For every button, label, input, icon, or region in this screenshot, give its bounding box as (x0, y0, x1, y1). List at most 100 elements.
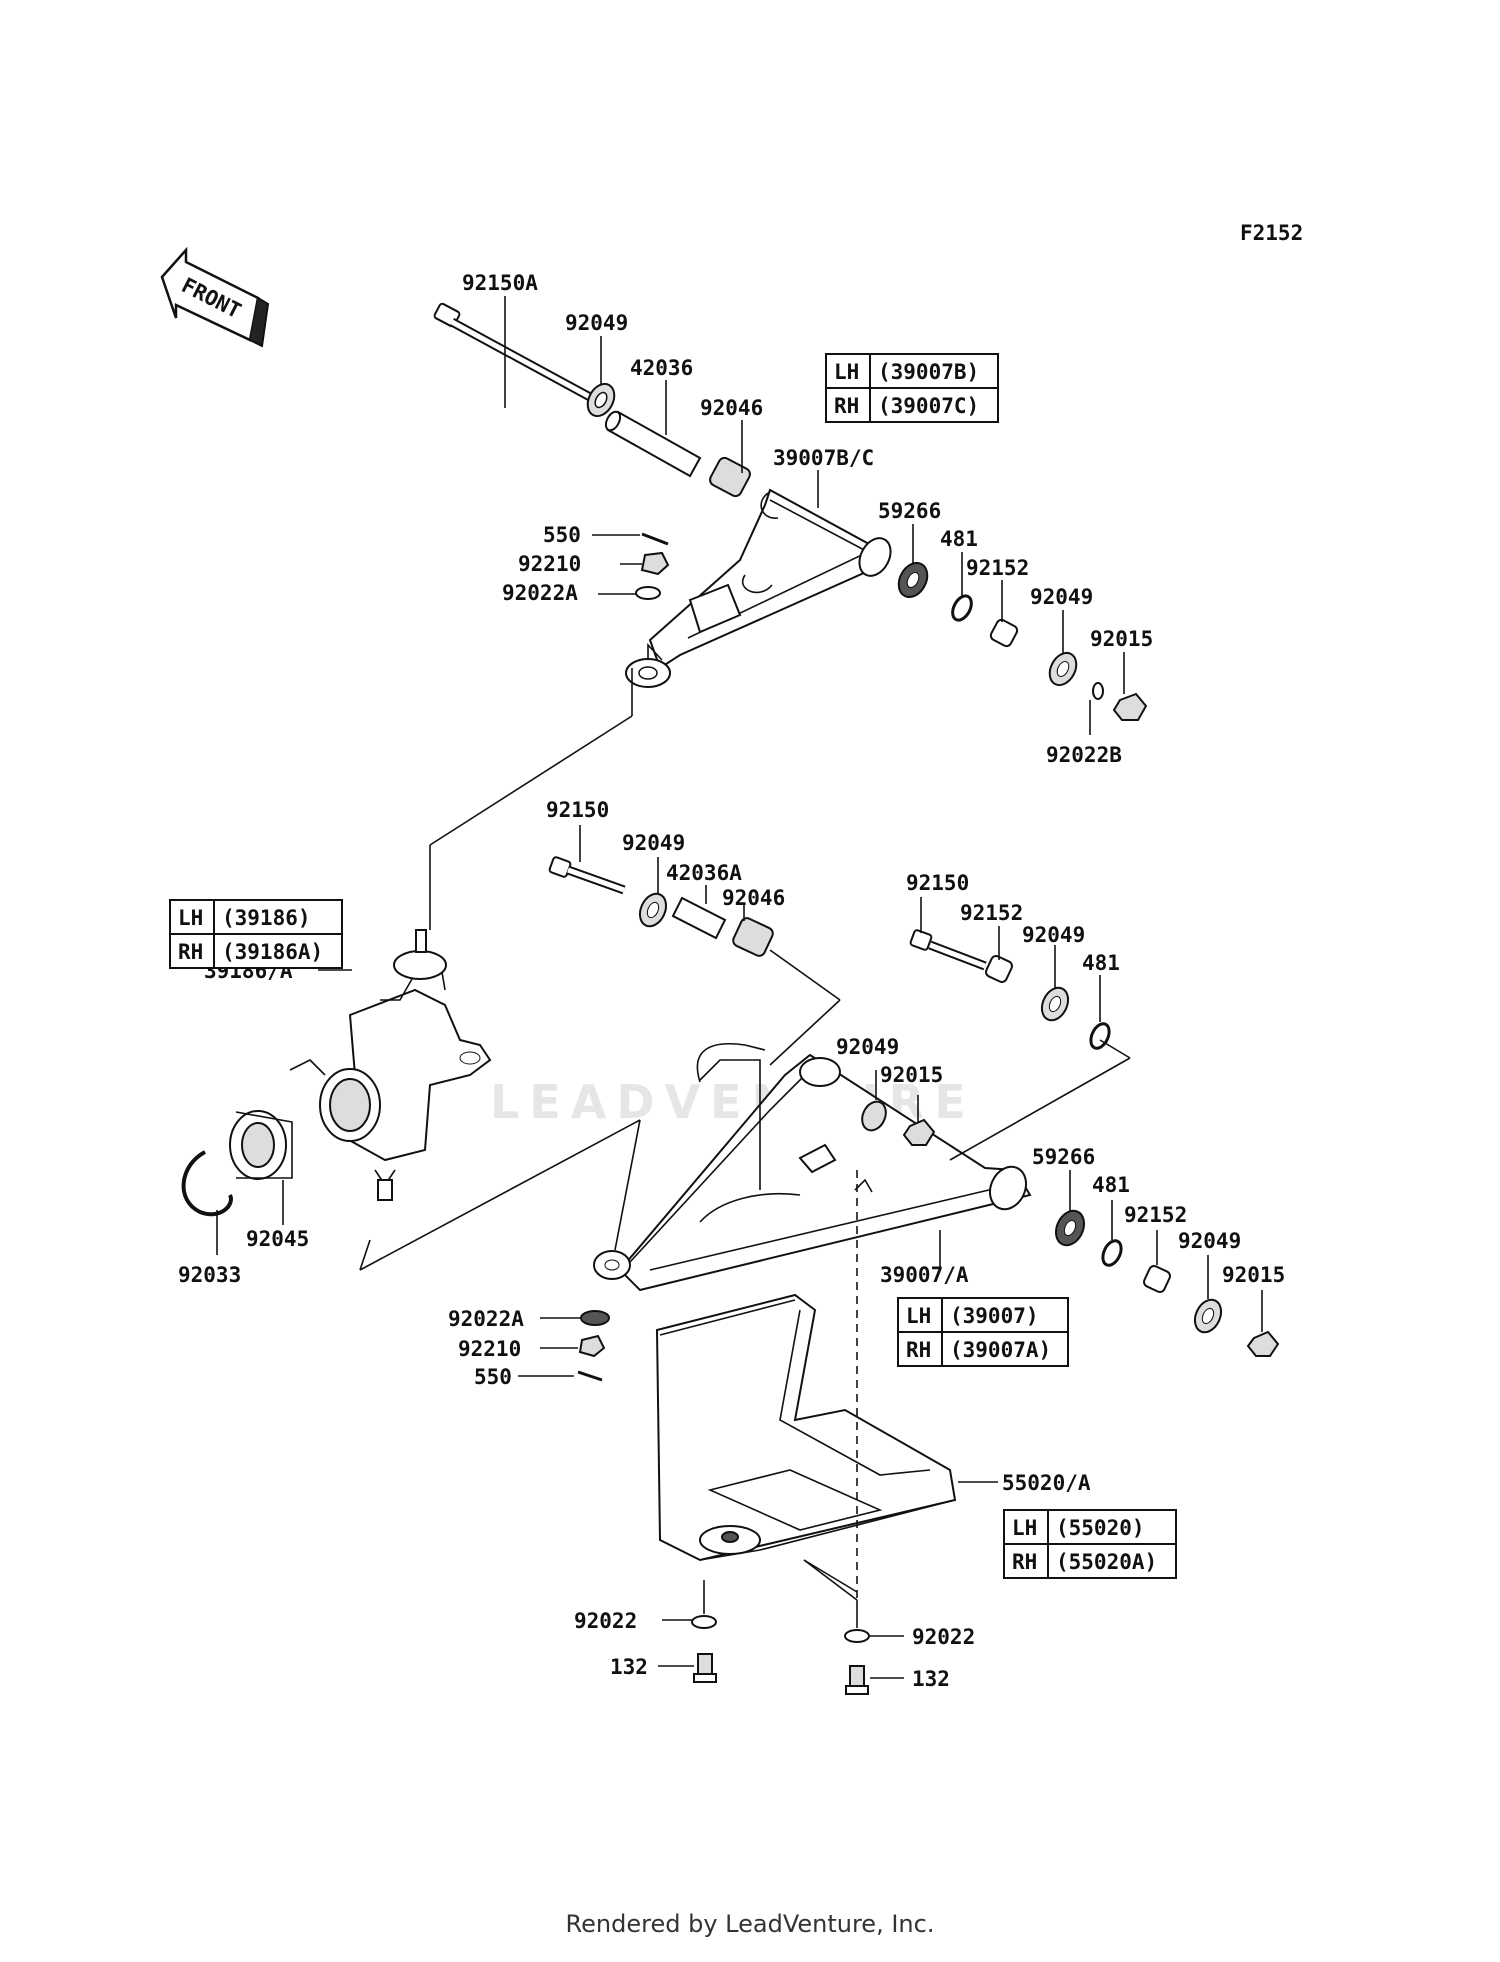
upper-washer-92049 (586, 382, 616, 418)
lower-sleeve-92152 (985, 955, 1013, 983)
upper-collar-42036 (604, 410, 702, 478)
callout: 59266 (1032, 1145, 1095, 1169)
table-side: LH (178, 906, 203, 930)
knuckle-39186A (289, 929, 492, 1201)
table-side: LH (1012, 1516, 1037, 1540)
callout: 92033 (178, 1263, 241, 1287)
table-part: (39007B) (878, 360, 979, 384)
callout: 92049 (836, 1035, 899, 1059)
table-part: (39186A) (222, 940, 323, 964)
table-lower-arm: LH (39007) RH (39007A) (897, 1297, 1069, 1367)
callout: 92152 (960, 901, 1023, 925)
front-arrow-icon: FRONT (160, 246, 270, 348)
circlip-92033 (181, 1150, 233, 1217)
upper-bushing-92046 (709, 456, 751, 498)
lower-washer-92022A (580, 1310, 610, 1326)
diagram-code: F2152 (1240, 221, 1303, 245)
callout: 92022 (574, 1609, 637, 1633)
table-side: RH (834, 394, 859, 418)
bearing-92045 (229, 1110, 293, 1180)
table-side: LH (906, 1304, 931, 1328)
callout: 550 (474, 1365, 512, 1389)
callout: 92152 (1124, 1203, 1187, 1227)
upper-cotter-550 (641, 532, 669, 546)
table-part: (55020A) (1056, 1550, 1157, 1574)
lower-arm-39007A (593, 1043, 1032, 1292)
table-side: RH (1012, 1550, 1037, 1574)
upper-nut-92015 (1112, 692, 1148, 721)
lower-washer-92049d (1193, 1298, 1223, 1334)
guard-55020A (655, 1293, 957, 1562)
lower-washer-92049 (638, 892, 668, 928)
lower-circlip-481b (1101, 1239, 1123, 1267)
table-side: LH (834, 360, 859, 384)
table-side: RH (178, 940, 203, 964)
callout: 92049 (1030, 585, 1093, 609)
upper-bushing-59266 (897, 561, 929, 599)
callout: 550 (543, 523, 581, 547)
callout: 92210 (518, 552, 581, 576)
callout: 92049 (1178, 1229, 1241, 1253)
table-upper-arm: LH (39007B) RH (39007C) (825, 353, 999, 423)
callout: 92046 (722, 886, 785, 910)
upper-bolt-92150A (433, 302, 593, 401)
callout: 92015 (1090, 627, 1153, 651)
callout: 481 (940, 527, 978, 551)
lower-nut-92015 (902, 1118, 936, 1146)
callout: 92150A (462, 271, 538, 295)
callout: 481 (1082, 951, 1120, 975)
guard-washer-92022b (844, 1629, 870, 1643)
callout: 92046 (700, 396, 763, 420)
lower-bolt-92150b (909, 929, 987, 971)
callout: 92210 (458, 1337, 521, 1361)
callout: 92045 (246, 1227, 309, 1251)
callout: 42036 (630, 356, 693, 380)
guard-bolt-132b (845, 1665, 869, 1695)
table-part: (39007) (950, 1304, 1039, 1328)
lower-bushing-92046 (732, 917, 774, 957)
callout: 92015 (1222, 1263, 1285, 1287)
callout: 92022A (502, 581, 578, 605)
callout: 42036A (666, 861, 742, 885)
lower-bolt-92150 (548, 856, 626, 895)
lower-nut-92015b (1246, 1330, 1280, 1357)
callout: 92015 (880, 1063, 943, 1087)
table-side: RH (906, 1338, 931, 1362)
upper-circlip-481 (951, 594, 973, 622)
callout: 92049 (565, 311, 628, 335)
callout: 92150 (906, 871, 969, 895)
upper-nut-92210 (640, 551, 670, 576)
lower-washer-92049c (861, 1100, 887, 1132)
callout: 132 (912, 1667, 950, 1691)
leader-lines (216, 296, 1263, 1679)
upper-washer-92022A (635, 586, 661, 600)
lower-bushing-59266 (1054, 1209, 1086, 1247)
lower-circlip-481 (1089, 1022, 1111, 1050)
upper-washer-92049b (1048, 651, 1078, 687)
guard-bolt-132a (693, 1653, 717, 1683)
callout: 59266 (878, 499, 941, 523)
lower-cotter-550 (577, 1370, 603, 1382)
callout: 39007B/C (773, 446, 874, 470)
lower-washer-92049b (1040, 986, 1070, 1022)
upper-washer-92022B (1092, 682, 1104, 700)
callout: 132 (610, 1655, 648, 1679)
callout: 481 (1092, 1173, 1130, 1197)
callout: 92049 (622, 831, 685, 855)
callout: 92022B (1046, 743, 1122, 767)
footer-credit: Rendered by LeadVenture, Inc. (565, 1910, 935, 1938)
table-knuckle: LH (39186) RH (39186A) (169, 899, 343, 969)
table-part: (55020) (1056, 1516, 1145, 1540)
callout: 92022 (912, 1625, 975, 1649)
guard-washer-92022a (691, 1615, 717, 1629)
table-part: (39007C) (878, 394, 979, 418)
table-part: (39007A) (950, 1338, 1051, 1362)
callout: 92152 (966, 556, 1029, 580)
lower-sleeve-92152b (1143, 1265, 1171, 1293)
callout: 92049 (1022, 923, 1085, 947)
lower-collar-42036A (671, 896, 727, 940)
table-guard: LH (55020) RH (55020A) (1003, 1509, 1177, 1579)
callout: 55020/A (1002, 1471, 1091, 1495)
callout-labels: 92150A 92049 42036 92046 39007B/C 550 92… (178, 271, 1285, 1691)
